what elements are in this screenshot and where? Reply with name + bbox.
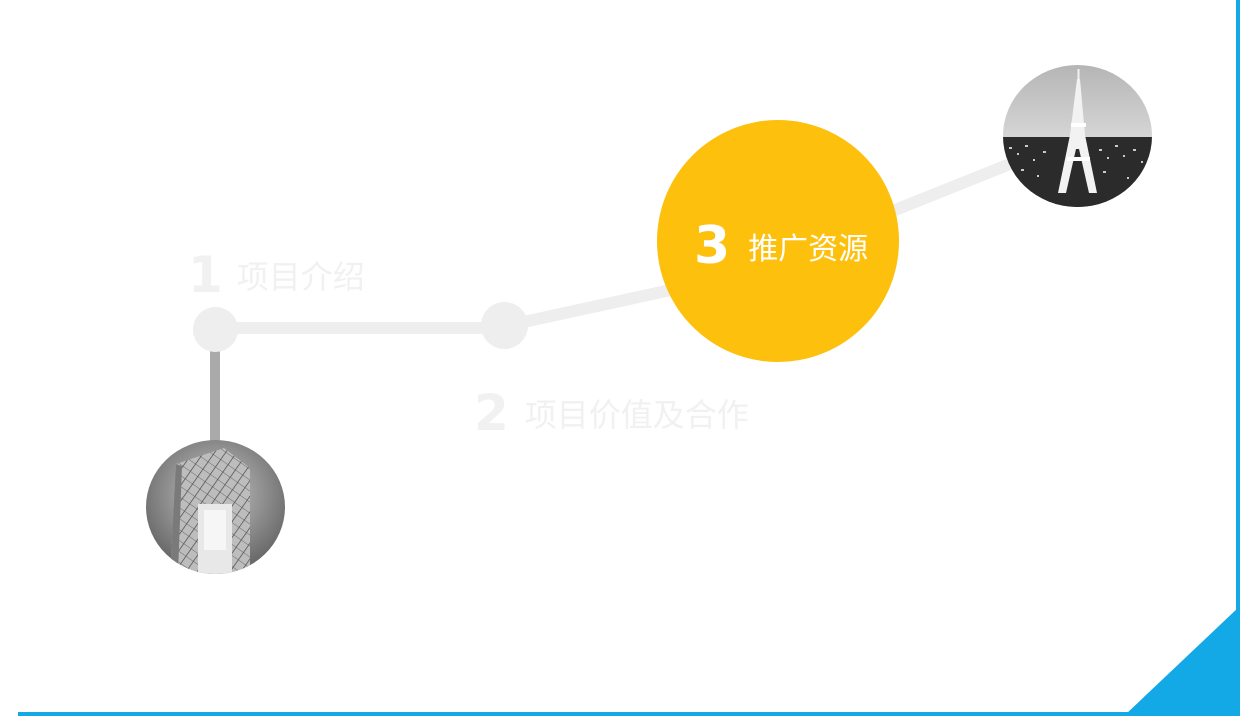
connector-node3-to-tower: [887, 150, 1033, 218]
timeline-node-1: [193, 307, 238, 352]
step-1-number: 1: [188, 246, 223, 304]
step-3-active-circle[interactable]: [657, 120, 899, 362]
step-1-text: 项目介绍: [236, 258, 365, 296]
step-3-label[interactable]: 3 推广资源: [694, 216, 868, 276]
frame-bottom-border: [18, 712, 1240, 716]
building-photo-icon: [146, 440, 285, 574]
step-3-number: 3: [694, 216, 731, 276]
connector-node2-to-node3: [503, 282, 682, 332]
step-2-label[interactable]: 2 项目价值及合作: [474, 384, 749, 442]
step-3-text: 推广资源: [748, 232, 869, 267]
step-1-label[interactable]: 1 项目介绍: [188, 246, 365, 304]
frame-right-border: [1236, 0, 1240, 712]
tower-photo-icon: [1003, 65, 1152, 207]
timeline-node-2: [481, 302, 528, 349]
step-2-number: 2: [474, 384, 509, 442]
corner-triangle-decoration: [1126, 606, 1240, 714]
step-2-text: 项目价值及合作: [524, 396, 749, 434]
